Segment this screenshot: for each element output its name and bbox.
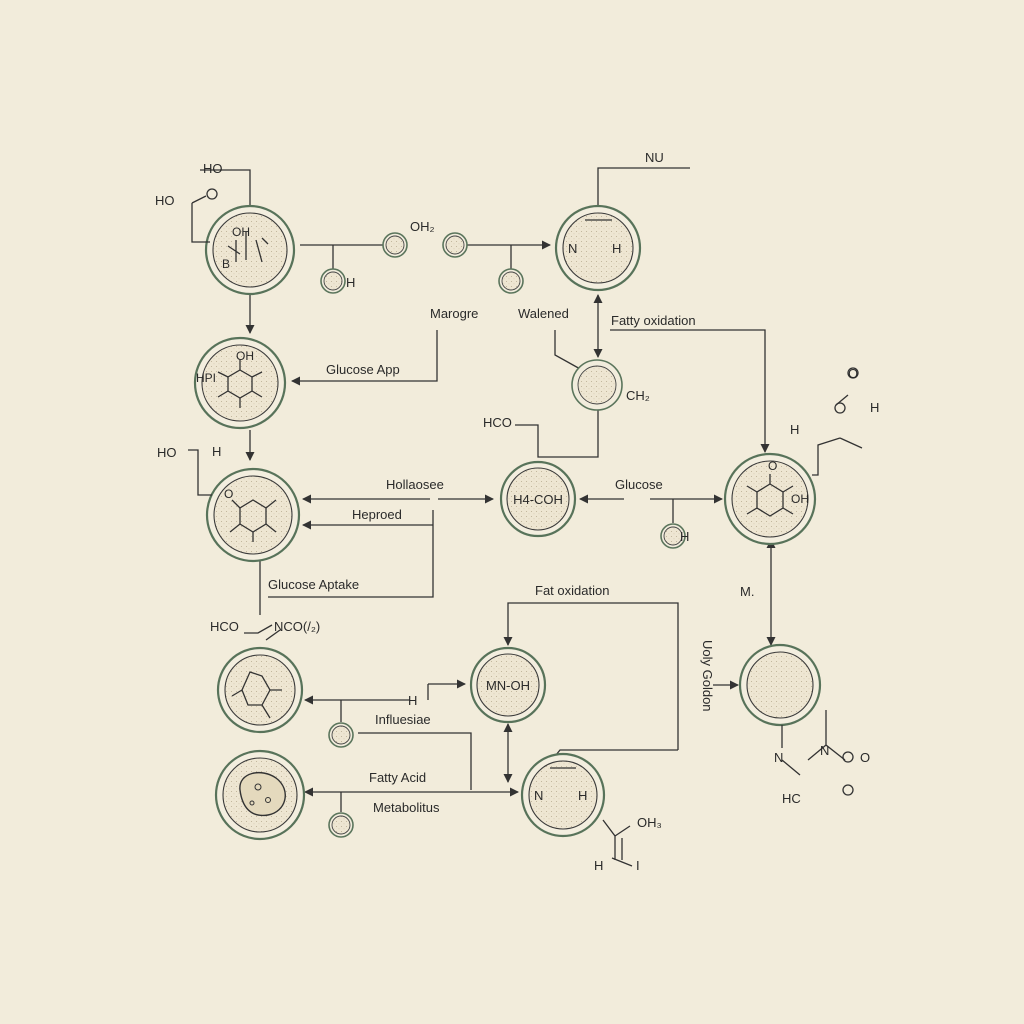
n-right-2: N <box>820 743 829 758</box>
node-top-right: N H <box>554 204 642 292</box>
text-labels: HO HO OH₂ NU H Marogre Walened Fatty oxi… <box>155 150 879 873</box>
h-small-2: H <box>680 529 689 544</box>
molecule-fragments <box>188 188 863 867</box>
node2-h: H <box>612 241 621 256</box>
hollaosee-label: Hollaosee <box>386 477 444 492</box>
ho-top-label: HO <box>203 161 223 176</box>
low-node-n: N <box>534 788 543 803</box>
node-mn-oh: MN-OH <box>469 646 547 724</box>
node-left-4 <box>216 646 304 734</box>
node-low-center: N H <box>520 752 606 838</box>
h-small-1: H <box>346 275 355 290</box>
mn-oh-label: MN-OH <box>486 678 530 693</box>
fatty-oxidation-top-label: Fatty oxidation <box>611 313 696 328</box>
ho-left-label: HO <box>157 445 177 460</box>
node6-oh: OH <box>791 492 809 506</box>
node1-b: B <box>222 257 230 271</box>
node-right-low <box>738 643 822 727</box>
ho-acid-label: HO <box>155 193 175 208</box>
i-bottom-label: I <box>636 858 640 873</box>
nco-label: NCO(/₂) <box>274 619 320 634</box>
hco-low-label: HCO <box>210 619 239 634</box>
influesiae-label: Influesiae <box>375 712 431 727</box>
h-bottom-left: H <box>594 858 603 873</box>
node-left-5 <box>214 749 306 841</box>
fatty-acid-label: Fatty Acid <box>369 770 426 785</box>
node6-o: O <box>768 459 777 473</box>
metabolitus-label: Metabolitus <box>373 800 440 815</box>
o-bottom-right: O <box>860 750 870 765</box>
oh3-label: OH₃ <box>637 815 662 830</box>
hco-mid-label: HCO <box>483 415 512 430</box>
o-right-label: O <box>848 366 858 381</box>
h-low-small: H <box>408 693 417 708</box>
glucose-app-label: Glucose App <box>326 362 400 377</box>
ch2-label: CH₂ <box>626 388 650 403</box>
walened-label: Walened <box>518 306 569 321</box>
marogre-label: Marogre <box>430 306 478 321</box>
h-right-1: H <box>790 422 799 437</box>
h4-coh-label: H4-COH <box>513 492 563 507</box>
node3-hpi: HPI <box>196 371 216 385</box>
low-node-h: H <box>578 788 587 803</box>
heproed-label: Heproed <box>352 507 402 522</box>
glucose-aptake-label: Glucose Aptake <box>268 577 359 592</box>
node-left-2: OH HPI <box>193 336 287 430</box>
node-left-3: O <box>205 467 301 563</box>
uoly-goldon-label: Uoly Goldon <box>700 640 715 712</box>
glucose-mid-label: Glucose <box>615 477 663 492</box>
hc-label: HC <box>782 791 801 806</box>
h-right-2: H <box>870 400 879 415</box>
node3-oh: OH <box>236 349 254 363</box>
nu-label: NU <box>645 150 664 165</box>
fat-oxidation-label: Fat oxidation <box>535 583 609 598</box>
node-right-mid: O OH <box>723 452 817 546</box>
m-label: M. <box>740 584 754 599</box>
node-top-left: OH B <box>204 204 296 296</box>
n-right-1: N <box>774 750 783 765</box>
node1-oh: OH <box>232 225 250 239</box>
connectors <box>200 167 776 812</box>
small-nodes <box>320 232 686 838</box>
oh2-label: OH₂ <box>410 219 435 234</box>
h-left-label: H <box>212 444 221 459</box>
node2-n: N <box>568 241 577 256</box>
node-center-mid: H4-COH <box>499 460 577 538</box>
node4-o: O <box>224 487 233 501</box>
